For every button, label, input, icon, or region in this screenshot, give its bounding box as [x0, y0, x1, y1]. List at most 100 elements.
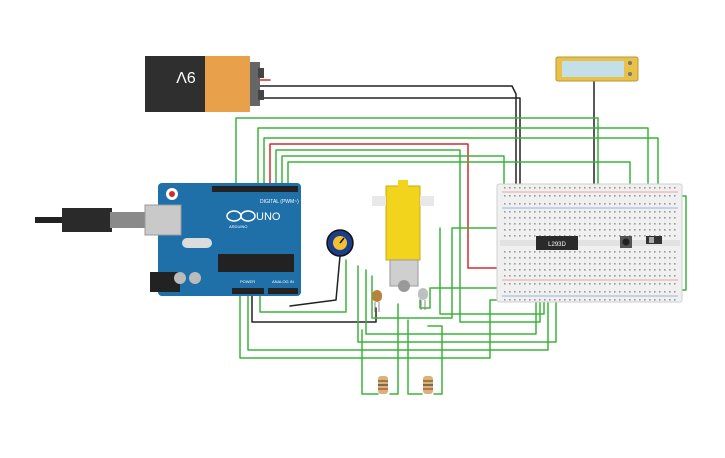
wire-pot-black[interactable] [289, 255, 341, 307]
breadboard-hole [514, 299, 516, 301]
breadboard-hole [669, 275, 671, 277]
breadboard-hole [519, 299, 521, 301]
breadboard-hole [564, 195, 566, 197]
breadboard-hole [629, 211, 631, 213]
wire-green-8[interactable] [239, 295, 509, 359]
led-2[interactable] [418, 288, 428, 310]
breadboard-hole [609, 283, 611, 285]
dc-motor[interactable] [372, 180, 434, 292]
push-button[interactable] [620, 236, 632, 248]
breadboard-hole [504, 257, 506, 259]
breadboard-hole [649, 291, 651, 293]
breadboard-hole [509, 195, 511, 197]
wire-green-14[interactable] [439, 227, 545, 315]
usb-plug-metal [110, 212, 146, 228]
breadboard-hole [674, 203, 676, 205]
breadboard-hole [634, 217, 636, 219]
breadboard-hole [664, 187, 666, 189]
breadboard-hole [634, 223, 636, 225]
breadboard-hole [519, 275, 521, 277]
breadboard-hole [629, 275, 631, 277]
usb-cable[interactable] [35, 208, 146, 232]
motor-shaft-right [420, 196, 434, 206]
breadboard[interactable] [496, 183, 683, 303]
breadboard-hole [589, 291, 591, 293]
wire-green-10[interactable] [259, 259, 347, 313]
breadboard-hole [584, 229, 586, 231]
wire-green-5[interactable] [281, 155, 505, 191]
breadboard-hole [519, 269, 521, 271]
reset-button[interactable] [169, 191, 175, 197]
breadboard-hole [664, 235, 666, 237]
breadboard-hole [564, 217, 566, 219]
breadboard-hole [504, 229, 506, 231]
wire-green-13[interactable] [371, 227, 509, 319]
breadboard-hole [599, 269, 601, 271]
wire-res2-right[interactable] [427, 325, 443, 395]
breadboard-hole [644, 203, 646, 205]
wire-green-2[interactable] [257, 127, 649, 191]
wire-res1-left[interactable] [361, 329, 379, 395]
wire-battery-black-2[interactable] [257, 97, 521, 189]
slide-switch[interactable] [646, 236, 662, 244]
breadboard-hole [559, 229, 561, 231]
breadboard-hole [604, 211, 606, 213]
wire-res2-left[interactable] [407, 319, 423, 395]
breadboard-hole [529, 217, 531, 219]
breadboard-hole [619, 195, 621, 197]
breadboard-hole [574, 223, 576, 225]
breadboard-hole [624, 251, 626, 253]
push-button-cap[interactable] [622, 238, 630, 246]
breadboard-hole [549, 263, 551, 265]
breadboard-hole [674, 217, 676, 219]
breadboard-hole [604, 299, 606, 301]
l293d-chip[interactable]: L293D [536, 236, 578, 250]
breadboard-hole [609, 235, 611, 237]
wire-green-15[interactable] [419, 287, 521, 309]
breadboard-hole [589, 299, 591, 301]
breadboard-hole [649, 251, 651, 253]
breadboard-hole [654, 235, 656, 237]
breadboard-hole [574, 235, 576, 237]
wire-battery-ground[interactable] [257, 85, 517, 187]
potentiometer[interactable] [326, 229, 354, 257]
breadboard-hole [569, 187, 571, 189]
battery-9v[interactable]: 9V [145, 56, 264, 112]
breadboard-hole [514, 235, 516, 237]
lcd-display[interactable] [555, 56, 639, 82]
breadboard-hole [644, 257, 646, 259]
wire-green-4[interactable] [275, 149, 541, 323]
wire-res1-right[interactable] [389, 303, 399, 395]
breadboard-hole [659, 283, 661, 285]
led-1[interactable] [372, 290, 382, 312]
breadboard-hole [654, 251, 656, 253]
breadboard-hole [609, 223, 611, 225]
breadboard-hole [629, 223, 631, 225]
breadboard-hole [519, 217, 521, 219]
breadboard-hole [654, 223, 656, 225]
wire-black-arduino[interactable] [251, 295, 377, 323]
battery-body-orange [205, 56, 250, 112]
resistor-2[interactable] [423, 376, 433, 394]
slide-switch-knob[interactable] [649, 237, 654, 243]
breadboard-hole [534, 283, 536, 285]
breadboard-hole [544, 223, 546, 225]
breadboard-hole [514, 283, 516, 285]
breadboard-hole [544, 229, 546, 231]
breadboard-hole [674, 211, 676, 213]
breadboard-hole [609, 195, 611, 197]
breadboard-hole [604, 269, 606, 271]
breadboard-hole [509, 217, 511, 219]
breadboard-hole [624, 195, 626, 197]
wire-green-1[interactable] [235, 117, 599, 191]
breadboard-hole [644, 211, 646, 213]
arduino-uno[interactable]: DIGITAL (PWM~) UNO ARDUINO POWER ANALOG … [144, 183, 301, 296]
breadboard-hole [569, 235, 571, 237]
breadboard-hole [589, 283, 591, 285]
resistor-1[interactable] [378, 376, 388, 394]
breadboard-hole [629, 229, 631, 231]
breadboard-hole [554, 203, 556, 205]
breadboard-hole [599, 283, 601, 285]
breadboard-hole [664, 217, 666, 219]
breadboard-hole [604, 275, 606, 277]
